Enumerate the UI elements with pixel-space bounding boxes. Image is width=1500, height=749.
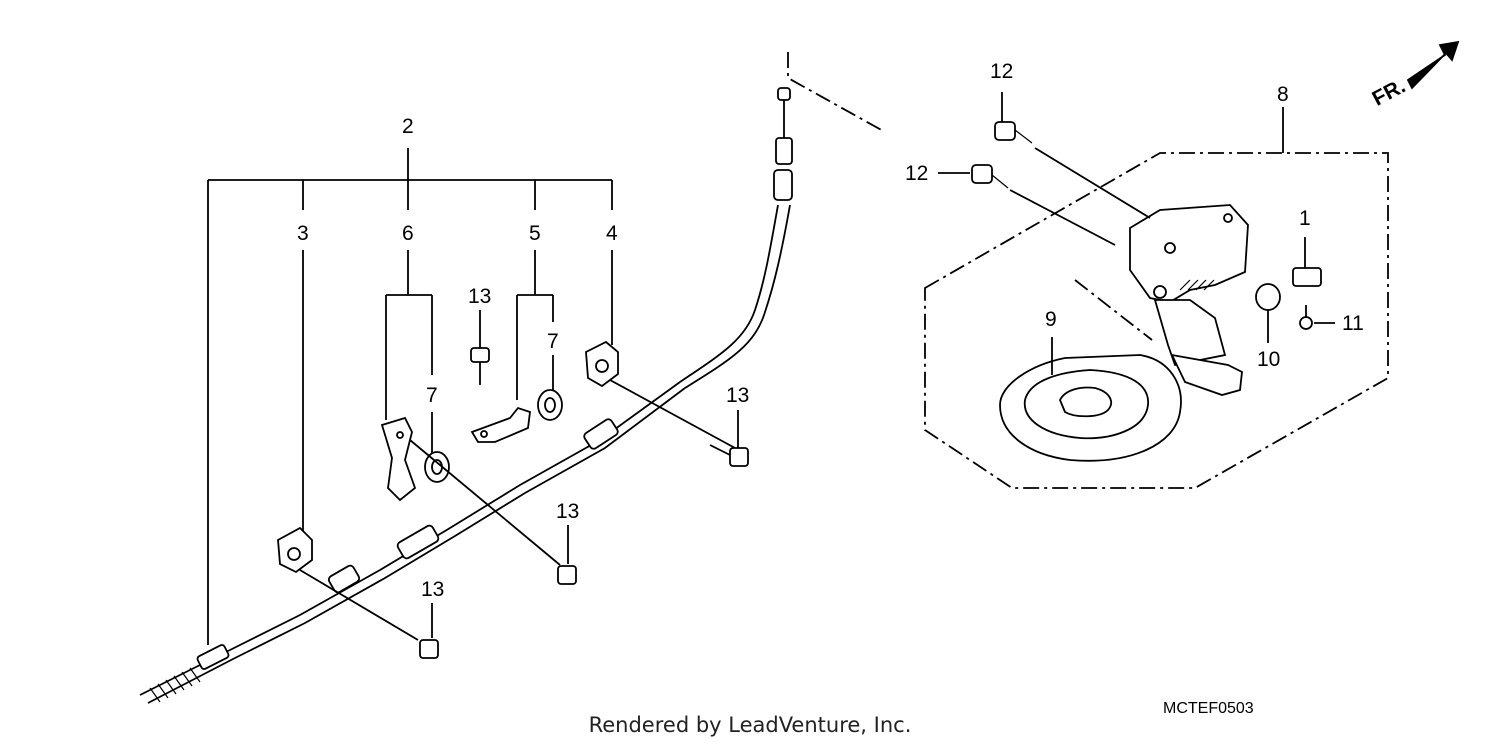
callout-7b: 7: [547, 330, 559, 353]
callout-13c: 13: [556, 500, 579, 523]
nut-10: [1255, 283, 1281, 343]
bolt-13d: [299, 569, 439, 659]
callout-5: 5: [529, 222, 541, 245]
callout-11: 11: [1342, 312, 1364, 335]
bolt-13b: [609, 379, 749, 467]
callout-3: 3: [297, 222, 309, 245]
rendered-by-footer: Rendered by LeadVenture, Inc.: [588, 713, 912, 737]
cable-holder-6: [380, 416, 417, 502]
screw-11: [1299, 305, 1335, 330]
callout-12a: 12: [990, 60, 1013, 83]
callout-13a: 13: [468, 285, 491, 308]
cable-clamp-3: [277, 526, 313, 574]
diagram-code: MCTEF0503: [1163, 700, 1254, 717]
callout-12b: 12: [905, 162, 928, 185]
grommet-7b: [537, 389, 563, 421]
callout-2: 2: [402, 115, 414, 138]
callout-13b: 13: [726, 384, 749, 407]
cable-holder-5: [470, 406, 531, 443]
bolt-13a: [470, 347, 490, 385]
bolt-12b: [938, 164, 1116, 246]
bolt-12a: [994, 92, 1151, 219]
callout-8: 8: [1277, 83, 1289, 106]
callout-6: 6: [402, 222, 414, 245]
callout-1: 1: [1299, 207, 1311, 230]
callout-4: 4: [606, 222, 618, 245]
front-direction-arrow: FR.: [1369, 40, 1460, 111]
front-marker-label: FR.: [1369, 74, 1410, 110]
cable-link-dashed-line: [787, 52, 886, 133]
assembly-8-boundary: [924, 152, 1389, 489]
cable-clamp-4: [585, 340, 619, 388]
callout-leader-tree: [207, 148, 613, 645]
callout-7a: 7: [426, 384, 438, 407]
switch-1: [1292, 237, 1322, 287]
brake-lever-assembly: [1074, 204, 1249, 396]
parking-brake-cable: [139, 87, 793, 704]
callout-10: 10: [1257, 348, 1280, 371]
callout-9: 9: [1045, 308, 1057, 331]
boot-9: [999, 337, 1182, 462]
callout-13d: 13: [421, 578, 444, 601]
bolt-13c: [409, 439, 577, 585]
